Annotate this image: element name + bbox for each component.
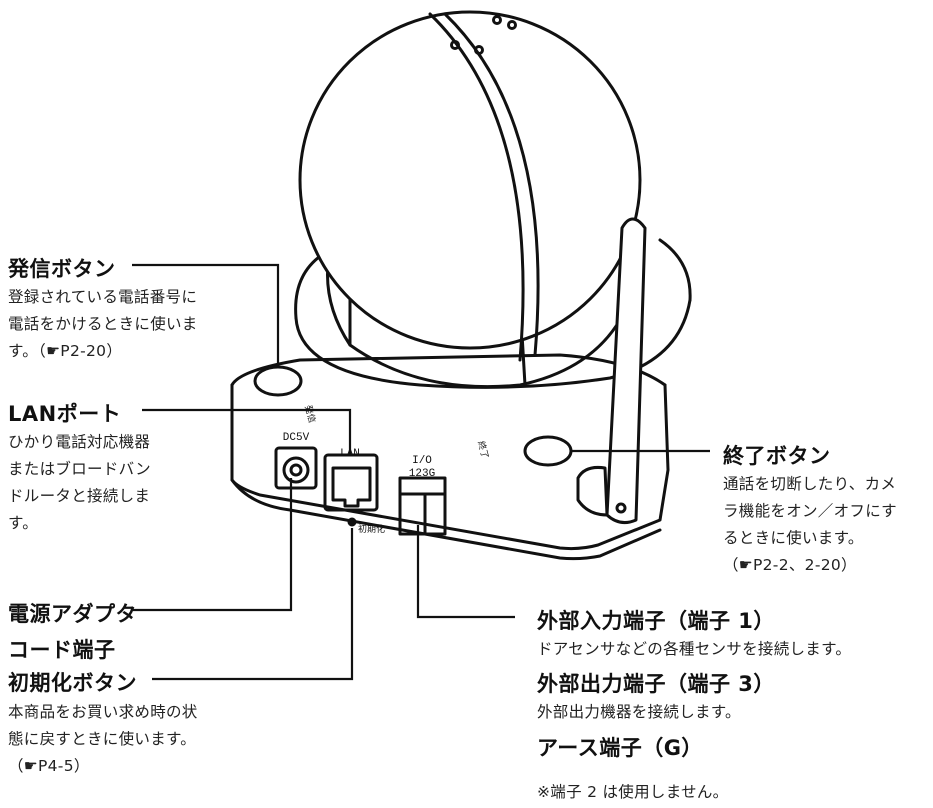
device-marking-io-top: I/O: [412, 455, 432, 467]
end-button-desc-3: るときに使います。: [723, 529, 864, 547]
lan-port-desc-1: ひかり電話対応機器: [8, 433, 151, 451]
device-marking-dc: DC5V: [283, 432, 310, 444]
ext-input-desc: ドアセンサなどの各種センサを接続します。: [537, 640, 852, 658]
leader-call-button: [132, 263, 280, 368]
ground-title: アース端子（G）: [537, 736, 703, 760]
call-button-desc-2: 電話をかけるときに使いま: [8, 315, 198, 333]
ext-input-title: 外部入力端子（端子 1）: [537, 609, 775, 633]
lan-port-desc-3: ドルータと接続しま: [8, 487, 151, 505]
lan-port-title: LANポート: [8, 402, 122, 426]
call-button-title: 発信ボタン: [8, 257, 116, 281]
end-button-title: 終了ボタン: [723, 444, 831, 468]
call-button-desc-3: す。（☛P2-20）: [8, 342, 123, 360]
end-button-desc-1: 通話を切断したり、カメ: [723, 475, 897, 493]
power-adapter-title-1: 電源アダプタ: [8, 602, 137, 626]
leader-lan-port: [142, 408, 352, 456]
device-marking-io-bottom: 123G: [409, 468, 435, 480]
init-button-desc-2: 態に戻すときに使います。: [8, 730, 197, 748]
device-marking-init: 初期化: [358, 523, 385, 535]
init-button-desc-3: （☛P4-5）: [8, 757, 90, 775]
end-button-shape: [523, 435, 573, 467]
ext-output-desc: 外部出力機器を接続します。: [537, 703, 741, 721]
leader-io-terminal: [416, 525, 515, 619]
leader-power-adapter: [132, 478, 293, 612]
antenna: [605, 217, 647, 525]
device-marking-lan: LAN: [340, 448, 360, 460]
ext-output-title: 外部出力端子（端子 3）: [537, 672, 775, 696]
end-button-desc-2: ラ機能をオン／オフにす: [723, 502, 897, 520]
terminal-note: ※端子 2 は使用しません。: [537, 783, 729, 801]
end-button-desc-4: （☛P2-2、2-20）: [723, 556, 857, 574]
lan-port-desc-4: す。: [8, 514, 39, 532]
init-button-desc-1: 本商品をお買い求め時の状: [8, 703, 198, 721]
lan-port-desc-2: またはブロードバン: [8, 460, 151, 478]
camera-head: [298, 10, 642, 350]
power-adapter-title-2: コード端子: [8, 638, 116, 662]
leader-init-button: [152, 528, 354, 681]
init-button-title: 初期化ボタン: [8, 671, 137, 695]
io-terminal-shape: [398, 476, 447, 536]
call-button-desc-1: 登録されている電話番号に: [8, 288, 198, 306]
dc-jack: [274, 446, 318, 490]
